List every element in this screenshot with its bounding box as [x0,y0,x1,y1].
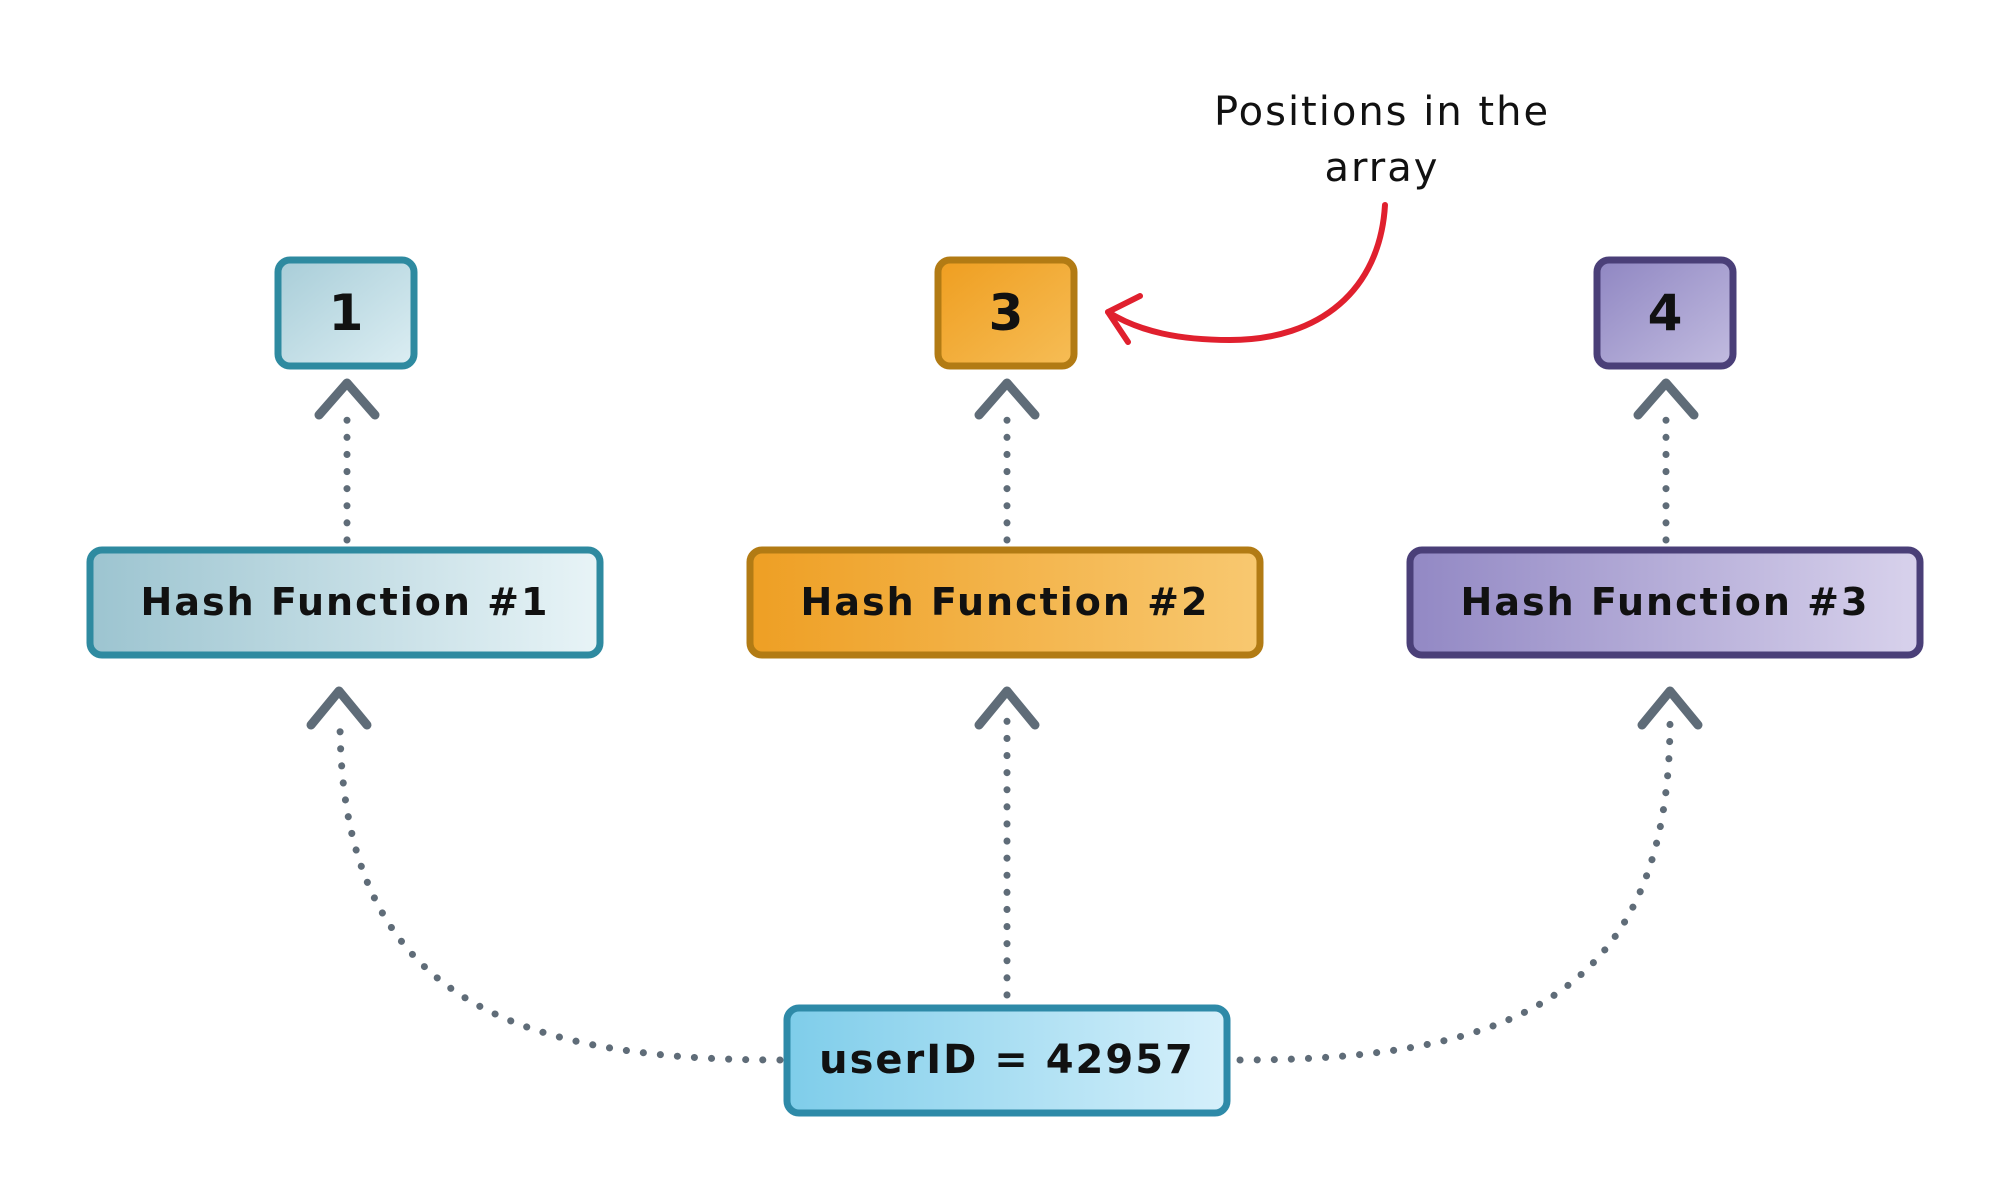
hash-function-box-2: Hash Function #2 [746,546,1264,659]
annotation-arrowhead [1105,293,1143,345]
input-label: userID = 42957 [819,1037,1195,1083]
arrowhead-position-3 [974,378,1040,420]
position-value-3: 3 [989,284,1024,342]
position-box-4: 4 [1593,256,1737,370]
connector-input-to-hash-1 [336,716,784,1064]
arrowhead-hash-3-input [1637,686,1703,730]
arrowhead-hash-2-input [974,686,1040,730]
connector-input-to-hash-3 [1236,716,1674,1064]
hash-function-label-2: Hash Function #2 [801,580,1210,624]
annotation-line-2: array [1325,145,1440,191]
position-box-3: 3 [934,256,1078,370]
input-box: userID = 42957 [783,1004,1231,1117]
annotation-line-1: Positions in the [1214,89,1550,135]
hash-function-label-3: Hash Function #3 [1461,580,1870,624]
arrowhead-position-1 [314,378,380,420]
position-value-1: 1 [329,284,364,342]
arrowhead-position-4 [1633,378,1699,420]
hash-function-label-1: Hash Function #1 [141,580,550,624]
hash-function-box-1: Hash Function #1 [86,546,604,659]
hash-function-box-3: Hash Function #3 [1406,546,1924,659]
position-value-4: 4 [1648,284,1683,342]
annotation: Positions in the array [1105,89,1550,345]
annotation-arrow [1105,202,1388,343]
position-box-1: 1 [274,256,418,370]
arrowhead-hash-1-input [306,686,372,730]
